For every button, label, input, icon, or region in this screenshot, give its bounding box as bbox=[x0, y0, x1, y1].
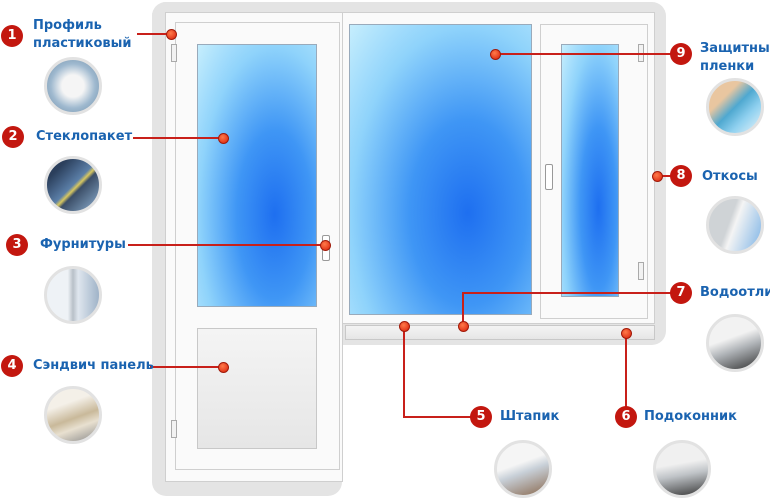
label-line: Профиль bbox=[33, 18, 102, 33]
leader-line-4 bbox=[150, 366, 223, 368]
hardware-image bbox=[44, 266, 102, 324]
callout-number-9: 9 bbox=[670, 43, 692, 65]
marker-dot-7 bbox=[458, 321, 469, 332]
label-line: пленки bbox=[700, 59, 755, 74]
callout-number-2: 2 bbox=[2, 126, 24, 148]
callout-label-2: Стеклопакет bbox=[36, 129, 133, 144]
door-hinge-top bbox=[171, 44, 177, 62]
sash-hinge-bottom bbox=[638, 262, 644, 280]
callout-label-8: Откосы bbox=[702, 169, 758, 184]
profile-section-image bbox=[44, 57, 102, 115]
glazing-bead-image bbox=[494, 440, 552, 498]
leader-line-7v bbox=[462, 292, 464, 326]
callout-label-5: Штапик bbox=[500, 409, 560, 424]
leader-line-6 bbox=[625, 333, 627, 407]
marker-dot-1 bbox=[166, 29, 177, 40]
marker-dot-4 bbox=[218, 362, 229, 373]
marker-dot-9 bbox=[490, 49, 501, 60]
callout-label-3: Фурнитуры bbox=[40, 237, 126, 252]
marker-dot-2 bbox=[218, 133, 229, 144]
leader-line-5v bbox=[403, 326, 405, 417]
glass-unit-image bbox=[44, 156, 102, 214]
right-glass bbox=[561, 44, 619, 297]
leader-line-1 bbox=[137, 33, 170, 35]
callout-number-4: 4 bbox=[1, 355, 23, 377]
callout-number-5: 5 bbox=[470, 406, 492, 428]
label-line: пластиковый bbox=[33, 36, 132, 51]
callout-number-3: 3 bbox=[6, 234, 28, 256]
drip-cap-image bbox=[706, 314, 764, 372]
sandwich-panel-image bbox=[44, 386, 102, 444]
label-line: Защитные bbox=[700, 41, 770, 56]
fixed-glass bbox=[349, 24, 532, 315]
leader-line-5h bbox=[403, 416, 473, 418]
leader-line-2 bbox=[133, 137, 223, 139]
door-glass bbox=[197, 44, 317, 307]
callout-number-8: 8 bbox=[670, 165, 692, 187]
marker-dot-8 bbox=[652, 171, 663, 182]
callout-label-6: Подоконник bbox=[644, 409, 737, 424]
window-slopes-image bbox=[706, 196, 764, 254]
door-hinge-bottom bbox=[171, 420, 177, 438]
marker-dot-5 bbox=[399, 321, 410, 332]
sandwich-panel bbox=[197, 328, 317, 449]
protective-film-image bbox=[706, 78, 764, 136]
callout-number-7: 7 bbox=[670, 282, 692, 304]
leader-line-9 bbox=[495, 53, 672, 55]
window-sill-image bbox=[653, 440, 711, 498]
callout-number-6: 6 bbox=[615, 406, 637, 428]
callout-label-9: Защитные пленки bbox=[700, 40, 770, 76]
callout-label-7: Водоотлив bbox=[700, 285, 770, 300]
window-handle bbox=[545, 164, 553, 190]
leader-line-3 bbox=[128, 244, 325, 246]
marker-dot-3 bbox=[320, 240, 331, 251]
leader-line-7h bbox=[462, 292, 672, 294]
marker-dot-6 bbox=[621, 328, 632, 339]
callout-label-4: Сэндвич панель bbox=[33, 358, 154, 373]
leader-line-8 bbox=[657, 175, 672, 177]
callout-label-1: Профиль пластиковый bbox=[33, 17, 131, 53]
window-sill-strip bbox=[345, 325, 655, 340]
callout-number-1: 1 bbox=[1, 25, 23, 47]
